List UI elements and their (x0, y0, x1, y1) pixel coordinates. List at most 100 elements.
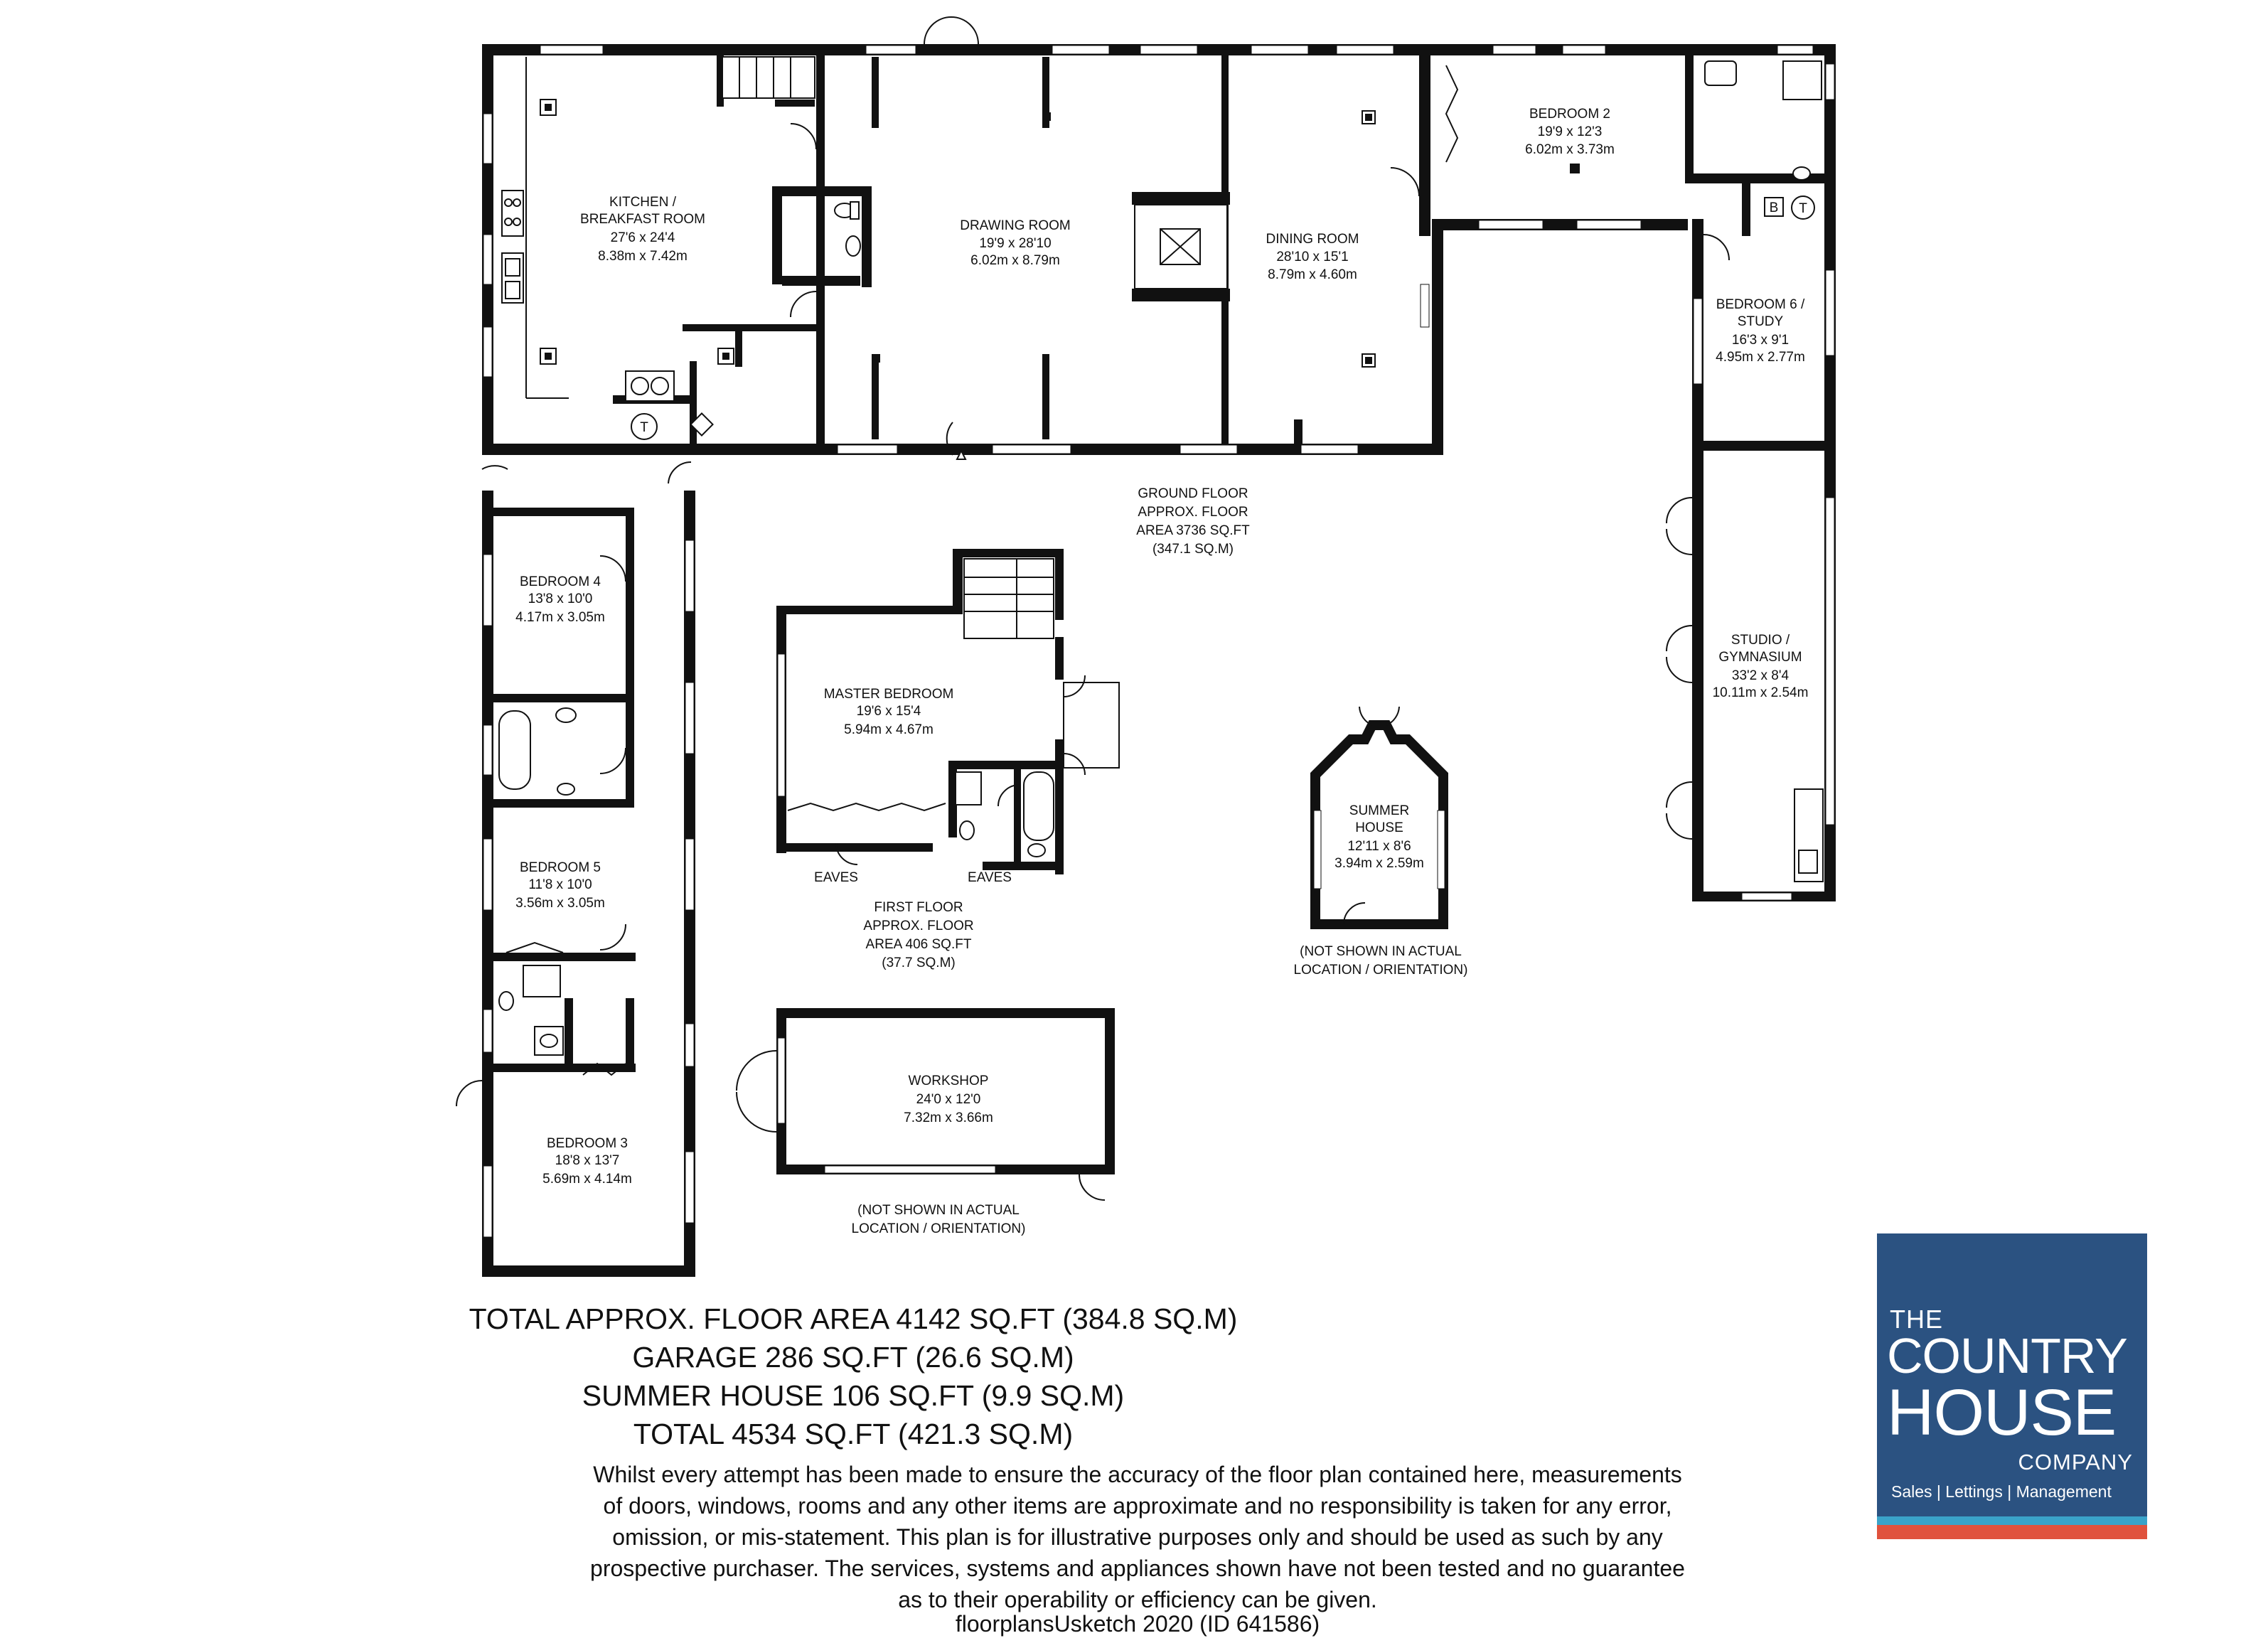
grand-total-area: TOTAL 4534 SQ.FT (421.3 SQ.M) (633, 1418, 1074, 1450)
logo-house: HOUSE (1887, 1376, 2117, 1449)
west-wing-walls (456, 461, 695, 1277)
svg-text:WORKSHOP: WORKSHOP (909, 1074, 989, 1088)
credit: floorplansUsketch 2020 (ID 641586) (955, 1611, 1320, 1637)
room-label-bedroom2: BEDROOM 2 19'9 x 12'3 6.02m x 3.73m (1525, 107, 1615, 157)
svg-text:28'10 x 15'1: 28'10 x 15'1 (1276, 250, 1348, 264)
logo-country: COUNTRY (1887, 1328, 2128, 1383)
svg-text:10.11m x 2.54m: 10.11m x 2.54m (1713, 685, 1809, 700)
svg-text:BEDROOM 4: BEDROOM 4 (520, 574, 601, 589)
svg-text:8.38m x 7.42m: 8.38m x 7.42m (598, 249, 688, 264)
area-totals: TOTAL APPROX. FLOOR AREA 4142 SQ.FT (384… (441, 1300, 1266, 1453)
room-label-bedroom4: BEDROOM 4 13'8 x 10'0 4.17m x 3.05m (515, 574, 605, 625)
ground-floor-area-note: GROUND FLOOR APPROX. FLOOR AREA 3736 SQ.… (1136, 486, 1250, 557)
svg-text:STUDY: STUDY (1738, 314, 1784, 329)
svg-text:AREA 406 SQ.FT: AREA 406 SQ.FT (866, 937, 972, 952)
svg-text:27'6 x 24'4: 27'6 x 24'4 (611, 230, 675, 245)
svg-text:APPROX. FLOOR: APPROX. FLOOR (1138, 505, 1248, 520)
svg-text:19'9 x 28'10: 19'9 x 28'10 (979, 236, 1051, 251)
disclaimer-line: of doors, windows, rooms and any other i… (603, 1493, 1672, 1519)
svg-text:(37.7 SQ.M): (37.7 SQ.M) (882, 956, 955, 970)
east-wing-walls (1666, 195, 1836, 901)
svg-text:MASTER BEDROOM: MASTER BEDROOM (824, 687, 954, 702)
workshop-walls (736, 1008, 1115, 1201)
svg-text:(347.1 SQ.M): (347.1 SQ.M) (1152, 542, 1234, 557)
first-floor-walls (776, 549, 1120, 874)
svg-text:AREA 3736 SQ.FT: AREA 3736 SQ.FT (1136, 523, 1250, 538)
svg-text:SUMMER: SUMMER (1349, 803, 1409, 818)
room-label-kitchen: KITCHEN / BREAKFAST ROOM 27'6 x 24'4 8.3… (580, 195, 705, 264)
logo-company: COMPANY (2018, 1450, 2133, 1474)
disclaimer: Whilst every attempt has been made to en… (505, 1459, 1770, 1615)
summer-house-area: SUMMER HOUSE 106 SQ.FT (9.9 SQ.M) (582, 1379, 1125, 1412)
svg-text:16'3 x 9'1: 16'3 x 9'1 (1732, 333, 1789, 348)
room-label-drawing: DRAWING ROOM 19'9 x 28'10 6.02m x 8.79m (960, 218, 1071, 268)
svg-text:BEDROOM 5: BEDROOM 5 (520, 860, 601, 875)
svg-text:FIRST FLOOR: FIRST FLOOR (874, 900, 963, 915)
logo-services: Sales | Lettings | Management (1891, 1482, 2112, 1501)
svg-text:13'8 x 10'0: 13'8 x 10'0 (528, 592, 593, 606)
room-label-studio: STUDIO / GYMNASIUM 33'2 x 8'4 10.11m x 2… (1713, 633, 1809, 700)
svg-text:5.69m x 4.14m: 5.69m x 4.14m (542, 1172, 632, 1187)
disclaimer-line: omission, or mis-statement. This plan is… (612, 1524, 1663, 1550)
svg-text:DINING ROOM: DINING ROOM (1266, 232, 1359, 247)
svg-text:BEDROOM 6 /: BEDROOM 6 / (1716, 297, 1805, 312)
eaves-label-left: EAVES (814, 870, 858, 885)
logo-stripe-red (1877, 1525, 2147, 1539)
floor-plan: T B T (456, 16, 1836, 1277)
svg-text:11'8 x 10'0: 11'8 x 10'0 (528, 877, 592, 892)
tank-icon-2: T (1799, 201, 1807, 216)
svg-text:7.32m x 3.66m: 7.32m x 3.66m (904, 1110, 993, 1125)
company-logo: THE COUNTRY HOUSE COMPANY Sales | Lettin… (1877, 1233, 2147, 1539)
svg-text:12'11 x 8'6: 12'11 x 8'6 (1347, 839, 1411, 854)
svg-text:BEDROOM 2: BEDROOM 2 (1529, 107, 1610, 122)
svg-text:HOUSE: HOUSE (1355, 820, 1403, 835)
svg-text:GROUND FLOOR: GROUND FLOOR (1138, 486, 1248, 501)
svg-text:6.02m x 3.73m: 6.02m x 3.73m (1525, 142, 1615, 157)
svg-text:24'0 x 12'0: 24'0 x 12'0 (916, 1092, 981, 1107)
total-floor-area: TOTAL APPROX. FLOOR AREA 4142 SQ.FT (384… (469, 1302, 1238, 1335)
room-label-workshop: WORKSHOP 24'0 x 12'0 7.32m x 3.66m (904, 1074, 993, 1125)
disclaimer-line: Whilst every attempt has been made to en… (593, 1462, 1682, 1487)
boiler-label: B (1770, 200, 1779, 215)
svg-text:8.79m x 4.60m: 8.79m x 4.60m (1268, 267, 1357, 282)
svg-text:(NOT SHOWN IN ACTUAL: (NOT SHOWN IN ACTUAL (857, 1203, 1020, 1218)
svg-text:BEDROOM 3: BEDROOM 3 (547, 1136, 628, 1151)
svg-text:33'2 x 8'4: 33'2 x 8'4 (1732, 668, 1790, 683)
summer-house-walls (1310, 706, 1448, 929)
svg-text:19'6 x 15'4: 19'6 x 15'4 (857, 704, 921, 719)
summer-house-note: (NOT SHOWN IN ACTUAL LOCATION / ORIENTAT… (1294, 944, 1468, 978)
svg-text:STUDIO /: STUDIO / (1731, 633, 1790, 648)
ground-floor-details: T B T (501, 16, 1822, 460)
svg-text:BREAKFAST ROOM: BREAKFAST ROOM (580, 212, 705, 227)
logo-the: THE (1890, 1305, 1943, 1334)
svg-text:GYMNASIUM: GYMNASIUM (1718, 650, 1802, 665)
svg-text:4.95m x 2.77m: 4.95m x 2.77m (1716, 350, 1805, 365)
tank-icon: T (640, 420, 648, 435)
svg-text:(NOT SHOWN IN ACTUAL: (NOT SHOWN IN ACTUAL (1300, 944, 1462, 959)
svg-text:LOCATION / ORIENTATION): LOCATION / ORIENTATION) (1294, 963, 1468, 978)
svg-text:4.17m x 3.05m: 4.17m x 3.05m (515, 610, 605, 625)
logo-stripe-blue (1877, 1516, 2147, 1525)
room-label-dining: DINING ROOM 28'10 x 15'1 8.79m x 4.60m (1266, 232, 1359, 282)
svg-text:DRAWING ROOM: DRAWING ROOM (960, 218, 1071, 233)
svg-text:LOCATION / ORIENTATION): LOCATION / ORIENTATION) (852, 1221, 1026, 1236)
disclaimer-line: as to their operability or efficiency ca… (898, 1587, 1377, 1612)
svg-text:KITCHEN /: KITCHEN / (609, 195, 677, 210)
room-label-bedroom5: BEDROOM 5 11'8 x 10'0 3.56m x 3.05m (515, 860, 605, 911)
workshop-note: (NOT SHOWN IN ACTUAL LOCATION / ORIENTAT… (852, 1203, 1026, 1236)
first-floor-area-note: FIRST FLOOR APPROX. FLOOR AREA 406 SQ.FT… (863, 900, 973, 970)
room-label-summer: SUMMER HOUSE 12'11 x 8'6 3.94m x 2.59m (1334, 803, 1424, 871)
garage-area: GARAGE 286 SQ.FT (26.6 SQ.M) (632, 1341, 1074, 1374)
svg-text:18'8 x 13'7: 18'8 x 13'7 (555, 1153, 620, 1168)
room-label-bedroom6: BEDROOM 6 / STUDY 16'3 x 9'1 4.95m x 2.7… (1716, 297, 1805, 365)
svg-text:19'9 x 12'3: 19'9 x 12'3 (1538, 124, 1603, 139)
room-label-master: MASTER BEDROOM 19'6 x 15'4 5.94m x 4.67m (824, 687, 954, 737)
disclaimer-line: prospective purchaser. The services, sys… (590, 1556, 1685, 1581)
svg-text:5.94m x 4.67m: 5.94m x 4.67m (844, 722, 934, 737)
svg-text:3.56m x 3.05m: 3.56m x 3.05m (515, 896, 605, 911)
room-label-bedroom3: BEDROOM 3 18'8 x 13'7 5.69m x 4.14m (542, 1136, 632, 1187)
svg-text:APPROX. FLOOR: APPROX. FLOOR (863, 919, 973, 933)
svg-text:3.94m x 2.59m: 3.94m x 2.59m (1334, 856, 1424, 871)
svg-text:6.02m x 8.79m: 6.02m x 8.79m (970, 253, 1060, 268)
eaves-label-right: EAVES (968, 870, 1012, 885)
